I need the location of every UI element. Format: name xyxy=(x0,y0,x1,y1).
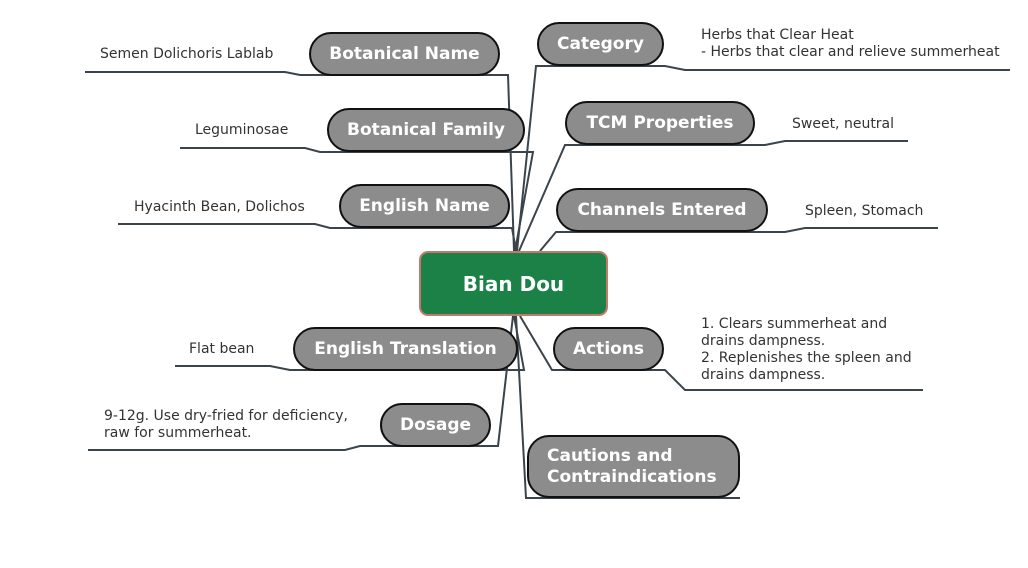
node-actions[interactable]: Actions xyxy=(553,327,664,371)
node-botanical-name[interactable]: Botanical Name xyxy=(309,32,500,76)
link-dosage xyxy=(88,315,514,451)
leaf-botanical-name: Semen Dolichoris Lablab xyxy=(100,46,274,62)
node-dosage[interactable]: Dosage xyxy=(380,403,491,447)
leaf-channels-entered: Spleen, Stomach xyxy=(805,203,924,219)
link-actions xyxy=(519,315,923,391)
leaf-botanical-family: Leguminosae xyxy=(195,122,289,138)
leaf-english-name: Hyacinth Bean, Dolichos xyxy=(134,199,305,215)
link-english-translation xyxy=(175,315,526,371)
leaf-english-translation: Flat bean xyxy=(189,341,255,357)
leaf-tcm-properties: Sweet, neutral xyxy=(792,116,895,132)
leaf-dosage: 9-12g. Use dry-fried for deficiency, raw… xyxy=(104,408,348,441)
node-category[interactable]: Category xyxy=(537,22,664,66)
leaf-category: Herbs that Clear Heat - Herbs that clear… xyxy=(701,27,1000,60)
link-tcm xyxy=(518,140,908,252)
link-channels xyxy=(539,227,938,252)
node-channels-entered[interactable]: Channels Entered xyxy=(556,188,768,232)
link-botanical-family xyxy=(180,147,535,252)
node-english-name[interactable]: English Name xyxy=(339,184,510,228)
root-node[interactable]: Bian Dou xyxy=(419,251,608,316)
link-cautions xyxy=(515,315,740,499)
node-cautions[interactable]: Cautions and Contraindications xyxy=(527,435,740,498)
node-english-translation[interactable]: English Translation xyxy=(293,327,518,371)
link-category xyxy=(516,65,1010,252)
node-tcm-properties[interactable]: TCM Properties xyxy=(565,101,755,145)
node-botanical-family[interactable]: Botanical Family xyxy=(327,108,525,152)
link-english-name xyxy=(118,223,517,252)
leaf-actions: 1. Clears summerheat and drains dampness… xyxy=(701,316,912,383)
